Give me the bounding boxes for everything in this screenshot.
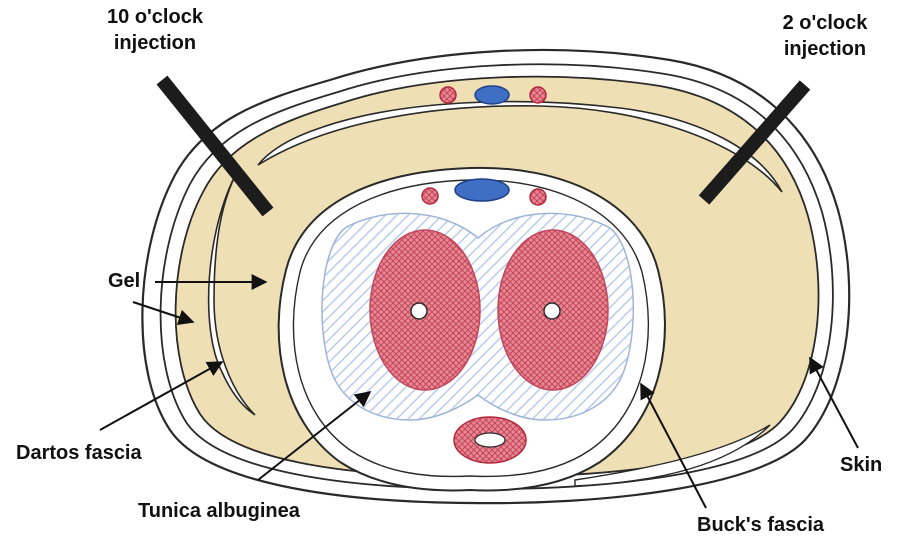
label-10-oclock-line1: 10 o'clock: [80, 4, 230, 30]
label-10-oclock-injection: 10 o'clock injection: [80, 4, 230, 56]
label-skin: Skin: [840, 452, 882, 478]
deep-dorsal-artery-right: [530, 189, 546, 205]
label-tunica-albuginea: Tunica albuginea: [138, 498, 300, 524]
label-2-oclock-line2: injection: [755, 36, 895, 62]
label-dartos-fascia: Dartos fascia: [16, 440, 142, 466]
label-bucks-fascia: Buck's fascia: [697, 512, 824, 538]
superficial-artery-left: [440, 87, 456, 103]
label-10-oclock-line2: injection: [80, 30, 230, 56]
label-2-oclock-line1: 2 o'clock: [755, 10, 895, 36]
superficial-artery-right: [530, 87, 546, 103]
label-gel: Gel: [108, 268, 140, 294]
cavernosal-artery-left: [411, 303, 427, 319]
urethra: [475, 433, 505, 447]
cavernosal-artery-right: [544, 303, 560, 319]
label-2-oclock-injection: 2 o'clock injection: [755, 10, 895, 62]
deep-dorsal-vein: [455, 179, 509, 201]
superficial-vein: [475, 86, 509, 104]
deep-dorsal-artery-left: [422, 188, 438, 204]
